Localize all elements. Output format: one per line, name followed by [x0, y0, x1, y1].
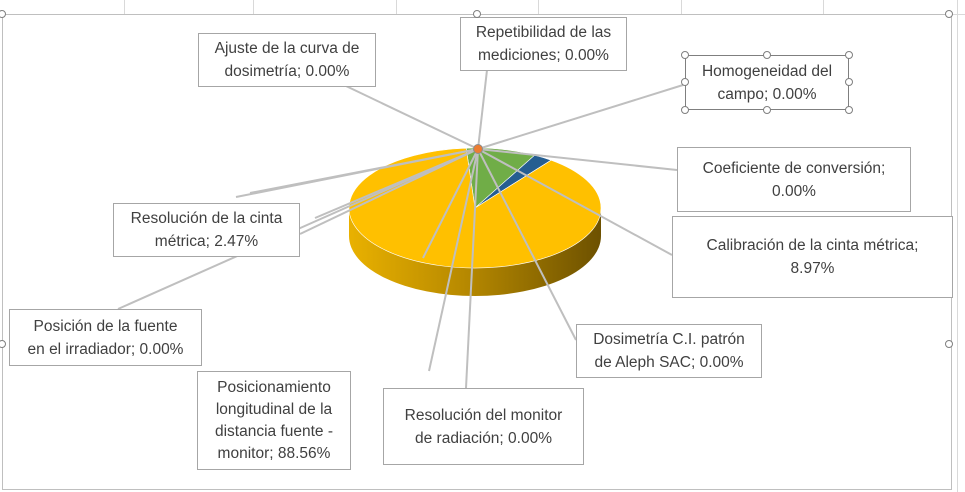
data-label-coeficiente[interactable]: Coeficiente de conversión;0.00%	[677, 147, 911, 212]
leader-line-4	[477, 148, 673, 256]
label-handle-ml[interactable]	[681, 78, 689, 86]
label-handle-br[interactable]	[845, 106, 853, 114]
leader-line-13	[422, 148, 479, 259]
chart-resize-handle-top-mid[interactable]	[473, 10, 481, 18]
leader-line-6	[465, 148, 479, 389]
label-handle-tr[interactable]	[845, 51, 853, 59]
label-handle-tl[interactable]	[681, 51, 689, 59]
leader-line-1	[477, 69, 488, 150]
pie-side-wall	[349, 208, 601, 296]
leader-line-5	[477, 148, 577, 341]
leader-line-9	[299, 148, 479, 235]
leader-line-7	[428, 148, 479, 372]
leader-line-0	[345, 85, 479, 150]
label-handle-tm[interactable]	[763, 51, 771, 59]
leader-line-3	[477, 148, 678, 171]
data-label-calibracion[interactable]: Calibración de la cinta métrica;8.97%	[672, 216, 953, 298]
leader-line-12	[314, 148, 479, 219]
label-handle-bl[interactable]	[681, 106, 689, 114]
chart-resize-handle-top-right[interactable]	[945, 10, 953, 18]
leader-line-11	[249, 148, 479, 194]
label-handle-bm[interactable]	[763, 106, 771, 114]
chart-resize-handle-top-left[interactable]	[0, 10, 6, 18]
label-handle-mr[interactable]	[845, 78, 853, 86]
chart-resize-handle-mid-right[interactable]	[945, 340, 953, 348]
chart-resize-handle-mid-left[interactable]	[0, 340, 6, 348]
leader-line-2	[477, 84, 684, 150]
leader-hub-point[interactable]	[473, 144, 483, 154]
